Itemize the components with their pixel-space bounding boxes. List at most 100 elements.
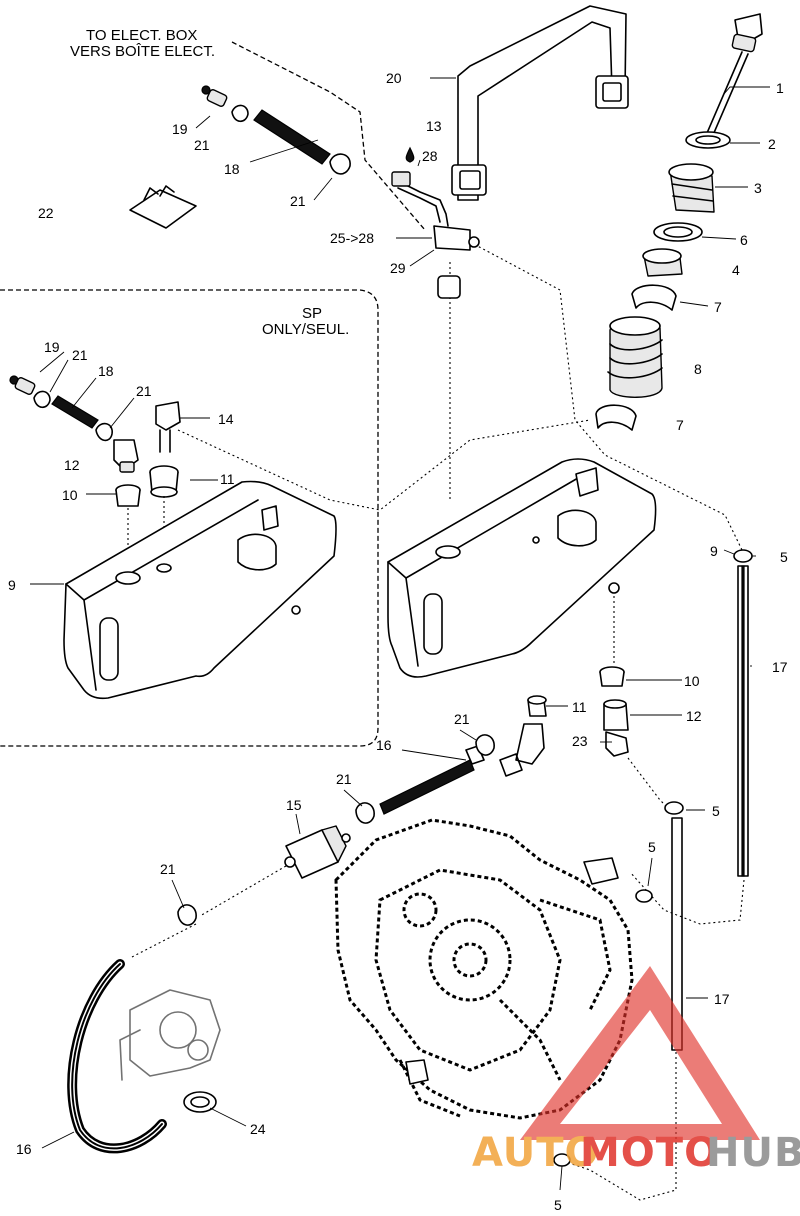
fuel-hose-16-lower: [67, 959, 167, 1154]
callout-24: 24: [250, 1121, 266, 1137]
fuel-hose-16-upper: [379, 745, 485, 815]
filler-nut: [642, 248, 683, 277]
watermark-text-hub: HUB: [706, 1130, 800, 1176]
callout-29: 29: [390, 260, 406, 276]
clamp-5-a: [733, 549, 753, 563]
note-sp: SP: [302, 305, 322, 322]
callout-12-sp: 12: [64, 457, 80, 473]
callout-13: 13: [426, 118, 442, 134]
sp-fitting-14: [155, 401, 181, 453]
sp-fuel-tank: [63, 480, 337, 700]
clamp-21-d: [355, 802, 375, 824]
gasket: [653, 222, 703, 242]
callout-19-sp: 19: [44, 339, 60, 355]
callout-11-sp: 11: [220, 471, 235, 487]
sp-clamp-21: [33, 390, 51, 409]
watermark-logo: AUTO MOTO HUB: [472, 966, 800, 1176]
callout-21-top: 21: [194, 137, 210, 153]
clamp-21-b: [329, 153, 351, 175]
vent-fitting: [391, 146, 480, 251]
wire-to-elect-box: [231, 41, 426, 231]
callout-28: 28: [422, 148, 438, 164]
engine-ghost: [334, 818, 634, 1120]
fuel-gauge-sender: [703, 13, 763, 143]
clamp-21-c: [475, 734, 495, 756]
callout-16-upper: 16: [376, 737, 392, 753]
decal-22: [129, 185, 197, 229]
callout-21-mid-b: 21: [336, 771, 352, 787]
grommet-24: [183, 1091, 217, 1113]
callout-21-low: 21: [160, 861, 176, 877]
clamp-5-c: [635, 889, 653, 903]
fuel-filter: [284, 825, 351, 879]
callout-18-sp: 18: [98, 363, 114, 379]
clamp-21: [231, 104, 249, 123]
callout-10: 10: [684, 673, 700, 689]
fuel-tank: [387, 458, 657, 678]
fuel-pump-ghost: [119, 989, 221, 1081]
callout-9-sp: 9: [8, 577, 16, 593]
fitting-12: [603, 699, 629, 731]
watermark-text-auto: AUTO: [472, 1130, 600, 1176]
callout-16-lower: 16: [16, 1141, 32, 1157]
vent-plug: [437, 275, 461, 299]
callout-6: 6: [740, 232, 748, 248]
hose-clamp-upper: [631, 284, 677, 311]
callout-1: 1: [776, 80, 784, 96]
dotted-sp-routing: [177, 419, 591, 511]
sp-clamp-21-b: [95, 422, 113, 442]
callout-2: 2: [768, 136, 776, 152]
callout-7-lower: 7: [676, 417, 684, 433]
callout-5-d: 5: [554, 1197, 562, 1213]
sp-elbow-12: [113, 439, 139, 473]
callout-20: 20: [386, 70, 402, 86]
filler-hose-bellows: [607, 316, 663, 398]
callout-9: 9: [710, 543, 718, 559]
callout-25-28: 25->28: [330, 230, 374, 246]
watermark-text-moto: MOTO: [580, 1130, 719, 1176]
sp-grommet-11: [149, 465, 179, 498]
callout-4: 4: [732, 262, 740, 278]
callout-23: 23: [572, 733, 588, 749]
vent-hose-18: [253, 109, 331, 165]
callout-21-top-b: 21: [290, 193, 306, 209]
callout-17-middle: 17: [714, 991, 730, 1007]
callout-21-sp-b: 21: [136, 383, 152, 399]
clamp-5-b: [664, 801, 684, 815]
callout-7-upper: 7: [714, 299, 722, 315]
filler-neck-adaptor: [668, 163, 715, 213]
hose-clamp-lower: [595, 404, 637, 431]
fitting-11: [527, 695, 547, 717]
fitting-on-engine: [405, 857, 619, 1085]
callout-14: 14: [218, 411, 234, 427]
grommet-10: [599, 666, 625, 687]
callout-11: 11: [572, 699, 587, 715]
callout-12: 12: [686, 708, 702, 724]
clamp-21-e: [177, 904, 197, 926]
callout-22: 22: [38, 205, 54, 221]
sp-grommet-10: [115, 484, 141, 507]
callout-19-top: 19: [172, 121, 188, 137]
note-vers-boite-elect: VERS BOÎTE ELECT.: [70, 43, 215, 60]
callout-15: 15: [286, 797, 302, 813]
dotted-hose-lower: [129, 923, 197, 959]
sp-hose-18: [51, 395, 99, 429]
callout-21-sp: 21: [72, 347, 88, 363]
note-to-elect-box: TO ELECT. BOX: [86, 27, 197, 44]
callout-5-c: 5: [648, 839, 656, 855]
tank-strap: [451, 5, 629, 201]
callout-10-sp: 10: [62, 487, 78, 503]
callout-17-right: 17: [772, 659, 788, 675]
elbow-23: [605, 731, 629, 757]
callout-8: 8: [694, 361, 702, 377]
watermark-triangle: [520, 966, 760, 1140]
sender-seal: [685, 131, 731, 149]
elbow-fitting: [499, 723, 545, 777]
leader-lines: [30, 77, 770, 1191]
check-valve-19: [201, 85, 228, 107]
callout-5-b: 5: [712, 803, 720, 819]
dotted-hose-routing-upper: [469, 241, 743, 551]
callout-21-mid: 21: [454, 711, 470, 727]
callout-3: 3: [754, 180, 762, 196]
